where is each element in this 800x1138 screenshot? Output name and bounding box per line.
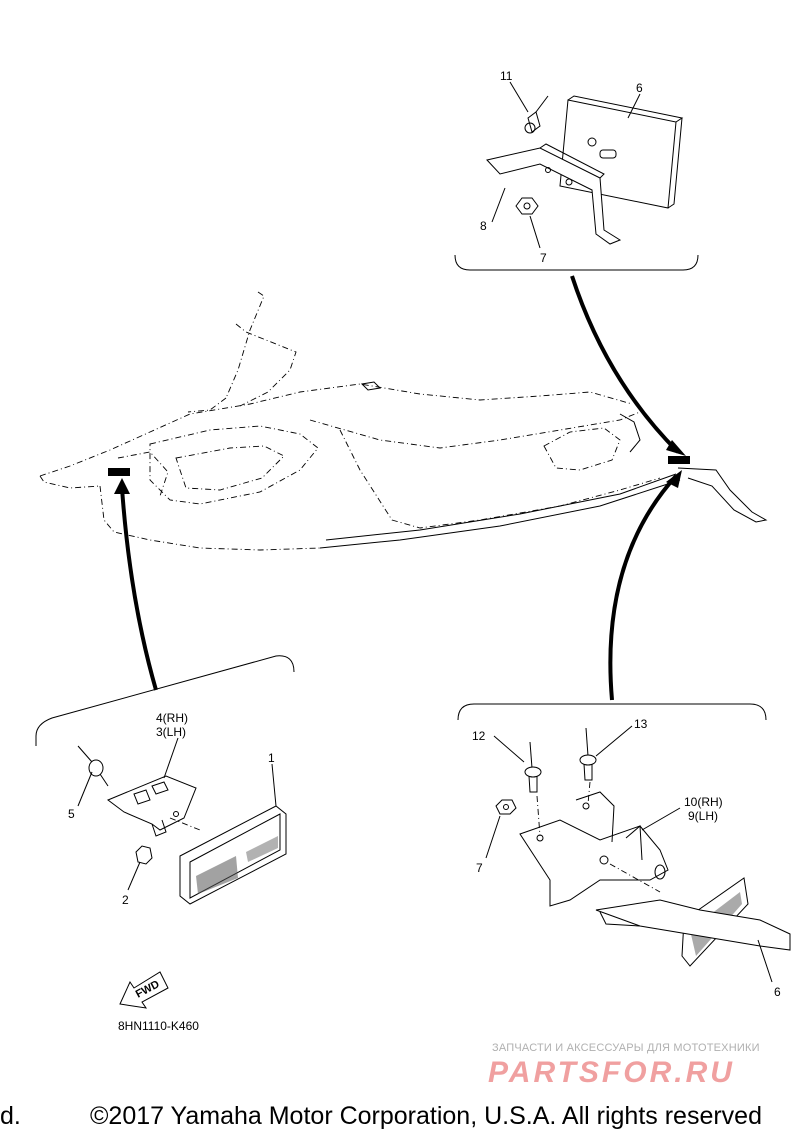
callout-6-top: 6 <box>636 81 643 95</box>
nut-part-7-top <box>515 197 539 215</box>
callout-1: 1 <box>268 751 275 765</box>
license-plate-part-6 <box>559 99 677 209</box>
front-reflector-location-marker <box>108 468 130 476</box>
reflector-bracket-part-3-4 <box>106 775 197 831</box>
callout-12: 12 <box>472 729 486 743</box>
top-detail-bracket <box>454 254 699 271</box>
copyright-left-fragment: d. <box>0 1102 21 1130</box>
snowmobile-outline <box>39 291 768 551</box>
callout-7-bottom: 7 <box>476 861 483 875</box>
callout-13: 13 <box>634 717 648 731</box>
callout-9: 9(LH) <box>688 809 718 823</box>
left-detail-bracket <box>35 655 295 746</box>
copyright-text: ©2017 Yamaha Motor Corporation, U.S.A. A… <box>90 1102 762 1130</box>
callout-3: 3(LH) <box>156 725 186 739</box>
left-detail-group: 4(RH) 3(LH) 5 2 1 <box>35 655 295 907</box>
diagram-code: 8HN1110-K460 <box>118 1019 199 1033</box>
nut-part-2 <box>135 845 153 865</box>
fwd-arrow: FWD <box>119 971 169 1009</box>
right-detail-bracket <box>457 703 767 721</box>
nut-part-7-bottom <box>495 799 517 815</box>
rivet-part-11 <box>527 111 541 133</box>
watermark-tagline: ЗАПЧАСТИ И АКСЕССУАРЫ ДЛЯ МОТОТЕХНИКИ <box>492 1042 760 1054</box>
callout-8: 8 <box>480 219 487 233</box>
bolt-part-12 <box>524 766 542 778</box>
right-detail-group: 12 13 10(RH) 9(LH) 7 6 <box>457 703 791 999</box>
plate-bracket-part-9-10 <box>519 819 669 907</box>
callout-5: 5 <box>68 807 75 821</box>
leader-arrows <box>114 275 686 701</box>
callout-4: 4(RH) <box>156 711 188 725</box>
bracket-part-8 <box>486 147 622 245</box>
callout-10: 10(RH) <box>684 795 723 809</box>
rear-plate-location-marker <box>668 456 690 464</box>
fwd-arrow-icon <box>119 971 169 1009</box>
top-detail-group: 11 6 8 7 <box>454 69 699 271</box>
callout-11: 11 <box>500 69 513 83</box>
callout-7-top: 7 <box>540 251 547 265</box>
rivet-part-5 <box>88 759 104 777</box>
callout-2: 2 <box>122 893 129 907</box>
bolt-part-13 <box>579 754 597 766</box>
watermark-brand: PARTSFOR.RU <box>488 1056 735 1089</box>
callout-6-bottom: 6 <box>774 985 781 999</box>
